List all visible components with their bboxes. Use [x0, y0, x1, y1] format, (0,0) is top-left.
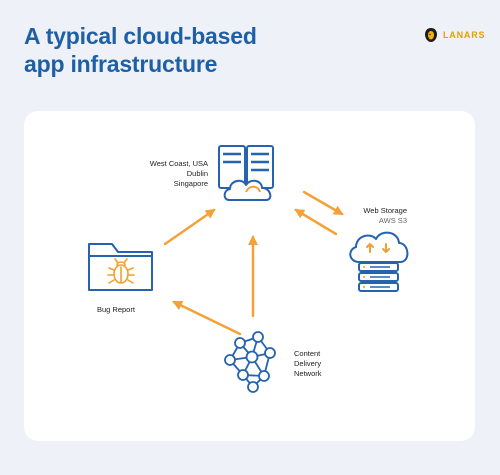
cdn-label: Content Delivery Network — [294, 349, 322, 379]
bug-folder-icon — [88, 243, 153, 291]
servers-label-line-2: Dublin — [186, 169, 208, 178]
title-line-1: A typical cloud-based — [24, 23, 257, 49]
arrow-storage-to-servers — [294, 208, 338, 236]
servers-label-line-3: Singapore — [173, 179, 208, 188]
cloud-storage-icon — [349, 231, 409, 292]
servers-label: West Coast, USA Dublin Singapore — [120, 159, 208, 189]
cdn-label-line-3: Network — [294, 369, 322, 378]
arrow-servers-to-storage — [302, 190, 344, 216]
network-graph-icon — [224, 331, 276, 393]
arrow-bug-to-servers — [163, 208, 216, 246]
server-cloud-icon — [218, 145, 274, 201]
cdn-label-line-1: Content — [294, 349, 321, 358]
bug-report-label: Bug Report — [97, 305, 135, 315]
bug-report-label-text: Bug Report — [97, 305, 135, 314]
page-title: A typical cloud-based app infrastructure — [24, 22, 324, 78]
storage-label: Web Storage AWS S3 — [320, 206, 407, 226]
brand-name: LANARS — [443, 30, 486, 40]
storage-sublabel: AWS S3 — [378, 216, 407, 225]
lion-head-icon — [425, 28, 437, 42]
cdn-label-line-2: Delivery — [294, 359, 322, 368]
arrow-cdn-to-bug — [172, 300, 242, 336]
connection-arrows — [163, 190, 344, 336]
storage-label-line-1: Web Storage — [363, 206, 407, 215]
brand-logo: LANARS — [424, 27, 485, 43]
servers-label-line-1: West Coast, USA — [149, 159, 208, 168]
title-line-2: app infrastructure — [24, 51, 218, 77]
